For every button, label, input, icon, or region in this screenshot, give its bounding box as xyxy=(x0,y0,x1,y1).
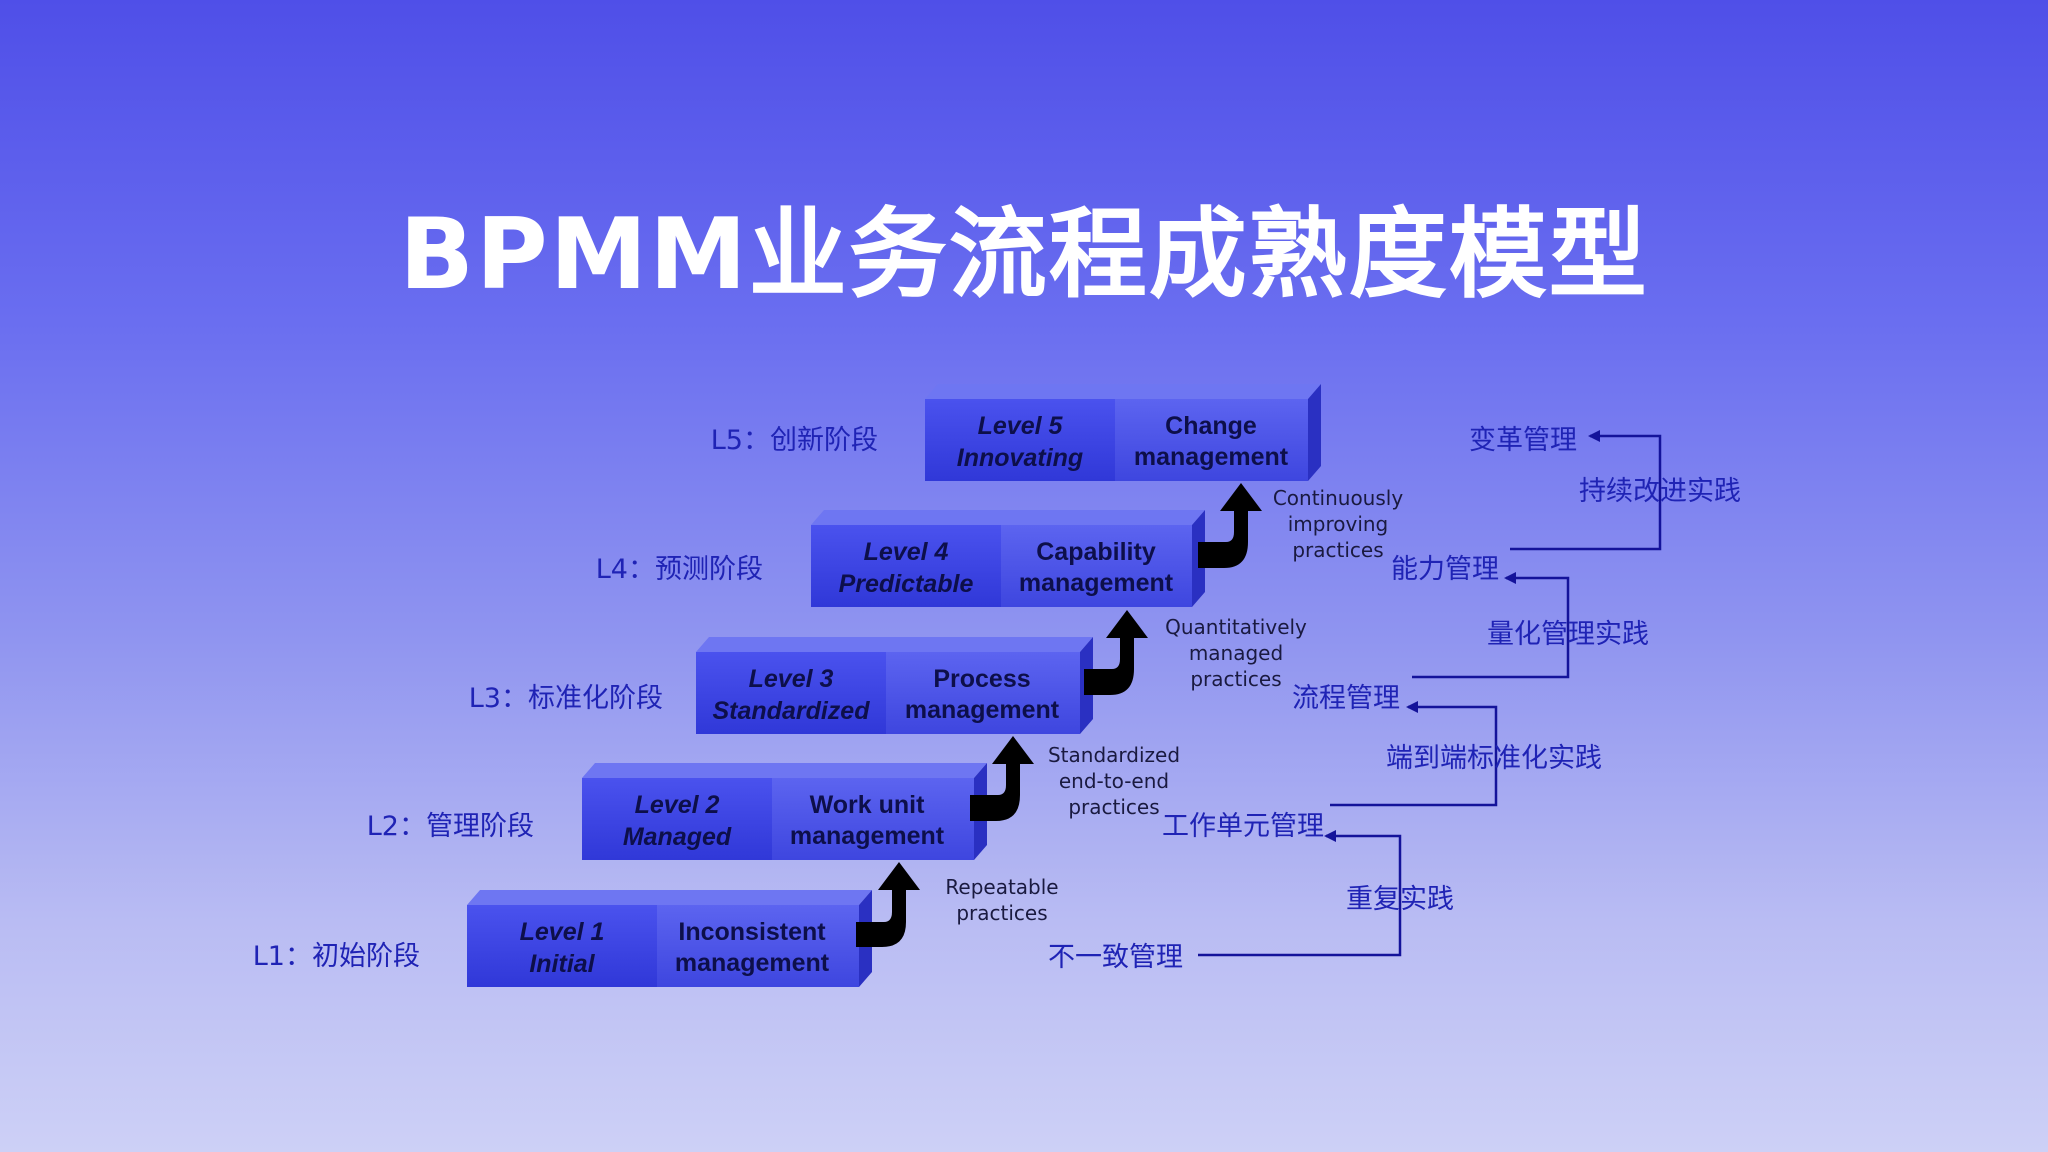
level-block-1 xyxy=(467,890,872,987)
management-line1: Process xyxy=(933,665,1030,693)
stage-label-l4: L4：预测阶段 xyxy=(596,554,763,585)
level-name-line2: Predictable xyxy=(839,570,974,598)
management-label-3: 流程管理 xyxy=(1292,683,1400,714)
level-cell xyxy=(582,778,772,860)
practice-label-4: 持续改进实践 xyxy=(1579,476,1741,507)
level-block-2 xyxy=(582,763,987,860)
flow-line-3 xyxy=(1412,572,1570,679)
block-top-face xyxy=(696,637,1093,652)
level-cell xyxy=(696,652,886,734)
practice-caption-1-line2: practices xyxy=(956,901,1047,925)
level-block-4 xyxy=(811,510,1205,607)
practice-caption-3-line3: practices xyxy=(1190,667,1281,691)
level-cell xyxy=(467,905,657,987)
block-top-face xyxy=(582,763,987,778)
stage-label-l5: L5：创新阶段 xyxy=(711,425,878,456)
step-arrow-2 xyxy=(970,736,1034,821)
level-block-5 xyxy=(925,384,1321,481)
practice-caption-2-line1: Standardized xyxy=(1048,743,1180,767)
practice-label-1: 重复实践 xyxy=(1346,884,1454,915)
practice-label-3: 量化管理实践 xyxy=(1487,619,1649,650)
stage-label-l3: L3：标准化阶段 xyxy=(469,683,663,714)
management-line2: management xyxy=(675,949,830,977)
slide-title: BPMM业务流程成熟度模型 xyxy=(399,198,1649,312)
step-arrow-1 xyxy=(856,862,920,947)
stage-label-l1: L1：初始阶段 xyxy=(253,941,420,972)
management-cell xyxy=(886,652,1080,734)
level-name-line2: Standardized xyxy=(713,697,871,725)
level-cell xyxy=(925,399,1115,481)
flow-line-2 xyxy=(1330,701,1498,807)
block-top-face xyxy=(925,384,1321,399)
management-line2: management xyxy=(1134,443,1289,471)
flow-line-1 xyxy=(1198,830,1402,957)
management-label-2: 工作单元管理 xyxy=(1162,811,1324,842)
practice-caption-4-line2: improving xyxy=(1288,512,1389,536)
management-cell xyxy=(1115,399,1308,481)
management-line2: management xyxy=(1019,569,1174,597)
management-cell xyxy=(772,778,974,860)
level-name-line1: Level 3 xyxy=(749,665,834,693)
management-cell xyxy=(1001,525,1192,607)
management-line1: Work unit xyxy=(810,791,925,819)
level-name-line1: Level 4 xyxy=(864,538,949,566)
level-name-line1: Level 1 xyxy=(520,918,605,946)
stage-label-l2: L2：管理阶段 xyxy=(367,811,534,842)
practice-caption-1-line1: Repeatable xyxy=(945,875,1058,899)
level-name-line2: Managed xyxy=(623,823,732,851)
management-line1: Capability xyxy=(1036,538,1156,566)
management-line2: management xyxy=(790,822,945,850)
level-block-3 xyxy=(696,637,1093,734)
step-arrow-4 xyxy=(1198,483,1262,568)
step-arrow-3 xyxy=(1084,610,1148,695)
practice-caption-3-line1: Quantitatively xyxy=(1165,615,1307,639)
management-line1: Inconsistent xyxy=(678,918,826,946)
management-label-5: 变革管理 xyxy=(1469,425,1577,456)
level-name-line2: Initial xyxy=(529,950,595,978)
block-top-face xyxy=(811,510,1205,525)
level-name-line2: Innovating xyxy=(957,444,1083,472)
block-side-face xyxy=(1308,384,1321,481)
practice-caption-4-line3: practices xyxy=(1292,538,1383,562)
level-cell xyxy=(811,525,1001,607)
level-name-line1: Level 2 xyxy=(635,791,720,819)
practice-caption-2-line3: practices xyxy=(1068,795,1159,819)
block-top-face xyxy=(467,890,872,905)
management-line2: management xyxy=(905,696,1060,724)
practice-caption-4-line1: Continuously xyxy=(1273,486,1404,510)
level-name-line1: Level 5 xyxy=(978,412,1064,440)
practice-caption-3-line2: managed xyxy=(1189,641,1283,665)
management-label-4: 能力管理 xyxy=(1391,554,1499,585)
management-line1: Change xyxy=(1165,412,1257,440)
management-label-1: 不一致管理 xyxy=(1048,942,1183,973)
flow-line-4 xyxy=(1510,430,1662,551)
practice-caption-2-line2: end-to-end xyxy=(1059,769,1169,793)
practice-label-2: 端到端标准化实践 xyxy=(1386,743,1602,774)
management-cell xyxy=(657,905,859,987)
